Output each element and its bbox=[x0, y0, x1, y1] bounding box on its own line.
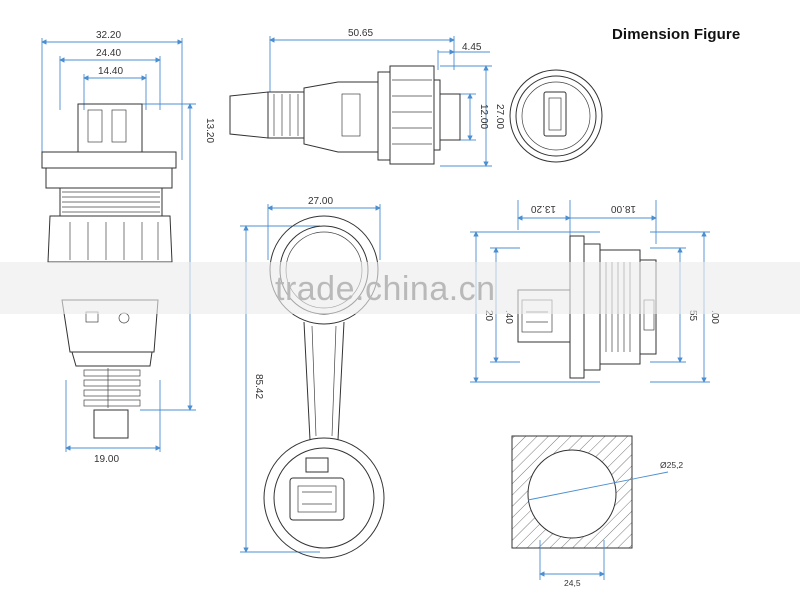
dim-front-bottom-width: 19.00 bbox=[94, 454, 119, 465]
panel-cutout-view bbox=[511, 435, 669, 580]
dim-cap-width: 27.00 bbox=[308, 196, 333, 207]
watermark-text: trade.china.cn bbox=[275, 270, 496, 308]
dim-section-a: 13.20 bbox=[531, 203, 556, 214]
dim-section-left: 20 bbox=[483, 310, 494, 322]
front-view bbox=[41, 38, 196, 452]
dim-cap-length: 85.42 bbox=[253, 374, 264, 399]
dim-front-width-outer: 32.20 bbox=[96, 30, 121, 41]
side-view bbox=[229, 36, 492, 167]
dim-section-right-b: .00 bbox=[709, 310, 720, 324]
dim-cutout-diameter: Ø25,2 bbox=[660, 460, 683, 470]
dim-front-width-mid: 24.40 bbox=[96, 48, 121, 59]
dim-side-height-b: 12.00 bbox=[478, 104, 489, 129]
dim-side-length: 50.65 bbox=[348, 28, 373, 39]
dim-side-step: 4.45 bbox=[462, 42, 482, 53]
dim-side-height-a: 27.00 bbox=[494, 104, 505, 129]
figure-title: Dimension Figure bbox=[612, 26, 741, 43]
dim-front-height-top: 13.20 bbox=[204, 118, 215, 143]
dim-section-inner: .40 bbox=[503, 310, 514, 324]
dim-cutout-width: 24,5 bbox=[564, 578, 581, 588]
dim-front-width-inner: 14.40 bbox=[98, 66, 123, 77]
dim-section-b: 18.00 bbox=[611, 203, 636, 214]
end-view bbox=[509, 69, 603, 163]
dim-section-right-a: 55 bbox=[687, 310, 698, 322]
watermark-band bbox=[0, 262, 800, 314]
